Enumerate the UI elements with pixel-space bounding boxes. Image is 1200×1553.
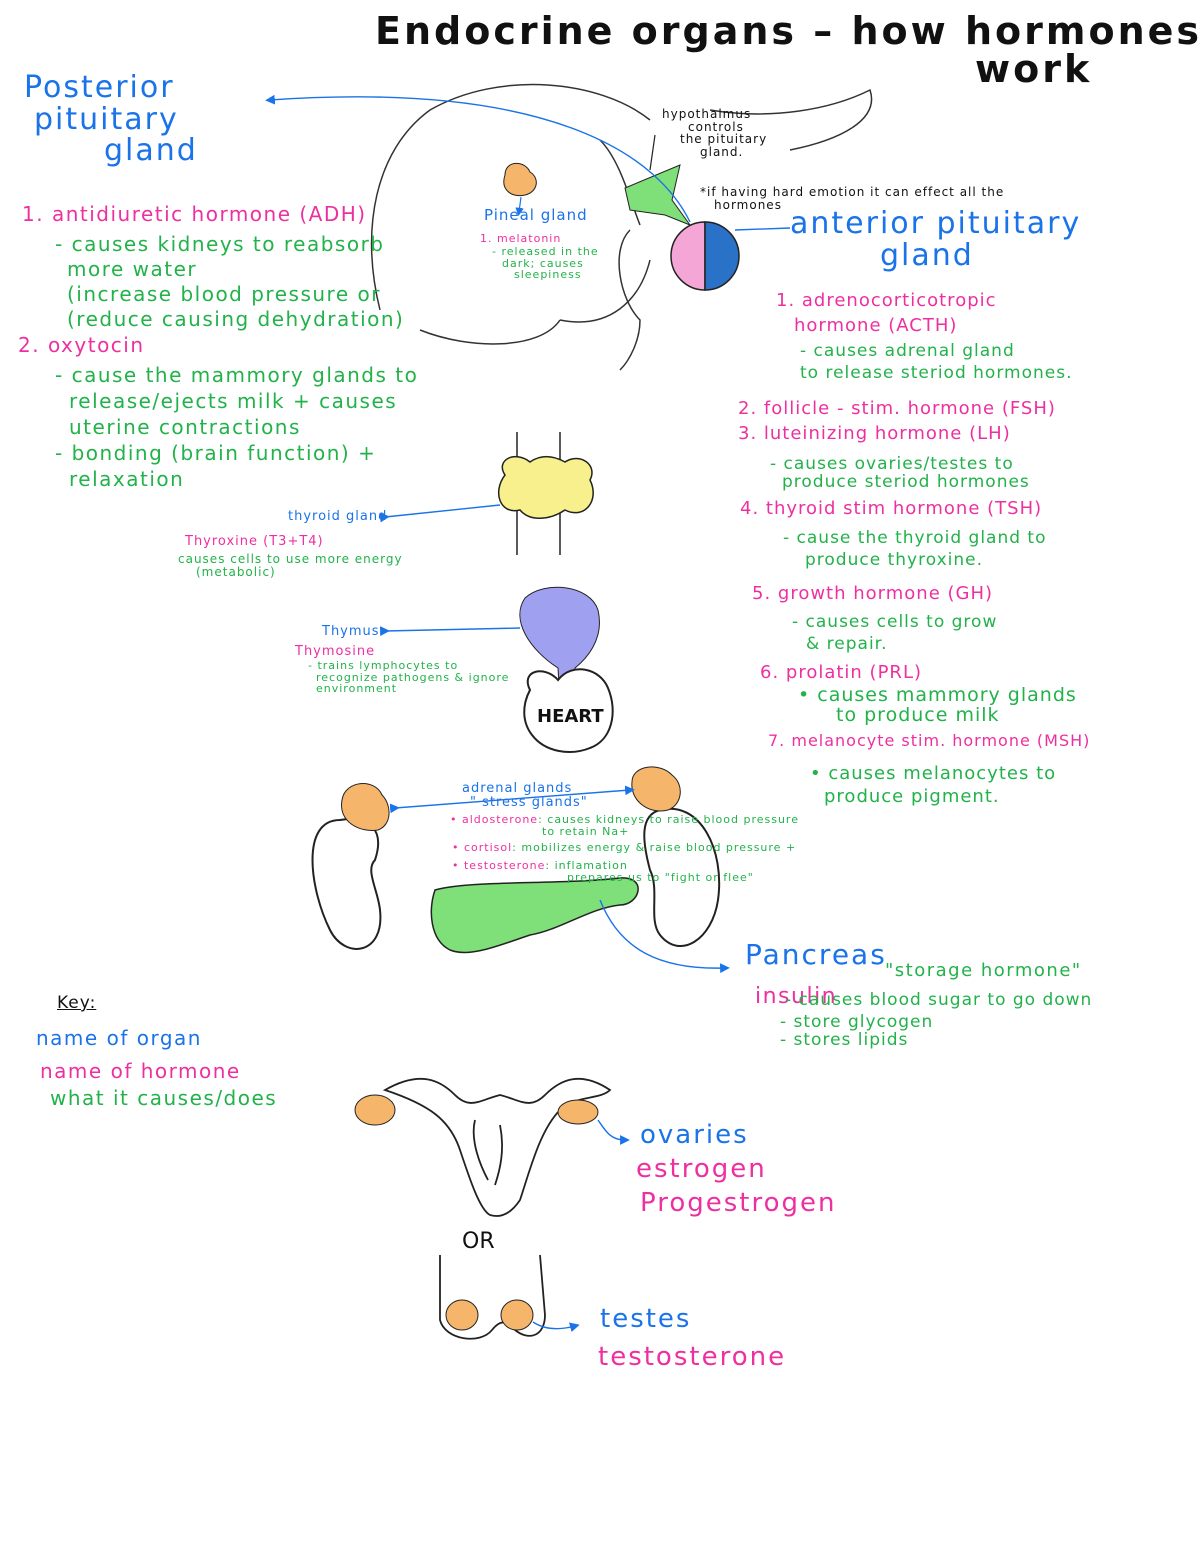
fsh-lh-effects: - causes ovaries/testes to produce steri…: [770, 454, 1030, 492]
posterior-pituitary-label: Posterior pituitary gland: [24, 70, 198, 168]
uterus-drawing: [382, 1077, 612, 1217]
hypothalamus-arrow: [649, 134, 656, 171]
melatonin-hormone: 1. melatonin: [480, 232, 562, 245]
testosterone-hormone: testosterone: [598, 1342, 787, 1372]
anterior-arrow: [734, 227, 791, 231]
tsh-effects: - cause the thyroid gland to produce thy…: [783, 528, 1047, 570]
oxytocin-hormone: 2. oxytocin: [18, 333, 145, 357]
thyroxine-effects: causes cells to use more energy (metabol…: [178, 552, 403, 579]
testis-left: [445, 1299, 479, 1331]
hypothalamus-note: hypothalmus controls the pituitary gland…: [662, 107, 768, 159]
testis-right: [500, 1299, 534, 1331]
scrotum-drawing: [439, 1254, 546, 1340]
prl-hormone: 6. prolatin (PRL): [760, 662, 922, 683]
ovaries-label: ovaries: [640, 1120, 749, 1150]
fsh-lh-hormones: 2. follicle - stim. hormone (FSH) 3. lut…: [738, 398, 1056, 444]
page-title: Endocrine organs – how hormones: [375, 9, 1200, 53]
page-title-line2: work: [975, 47, 1093, 91]
estrogen-hormone: estrogen: [636, 1154, 767, 1184]
key-organ: name of organ: [36, 1026, 202, 1050]
msh-hormone: 7. melanocyte stim. hormone (MSH): [768, 731, 1091, 750]
thyroid-gland-label: thyroid gland: [288, 509, 388, 524]
key-effect: what it causes/does: [50, 1086, 278, 1110]
adrenal-gland-left: [341, 783, 390, 831]
kidneys-drawing: [311, 807, 721, 950]
thymus-label: Thymus: [322, 624, 380, 639]
pancreas-shape: [430, 877, 639, 954]
thymus-shape: [519, 586, 600, 701]
key-title: Key:: [57, 993, 97, 1013]
aldosterone-row: • aldosterone: causes kidneys to raise b…: [450, 813, 799, 838]
acth-hormone: 1. adrenocorticotropic hormone (ACTH): [776, 290, 997, 336]
prl-effects: • causes mammory glands to produce milk: [798, 684, 1077, 726]
testes-label: testes: [600, 1304, 692, 1334]
ovary-left: [354, 1094, 396, 1126]
adh-hormone: 1. antidiuretic hormone (ADH): [22, 202, 367, 226]
head-outline: [370, 83, 873, 371]
thyroxine-hormone: Thyroxine (T3+T4): [185, 534, 324, 549]
cortisol-row: • cortisol: mobilizes energy & raise blo…: [452, 841, 797, 854]
tsh-hormone: 4. thyroid stim hormone (TSH): [740, 498, 1043, 519]
heart-label: HEART: [537, 706, 604, 727]
key-hormone: name of hormone: [40, 1059, 241, 1083]
insulin-effects: - causes blood sugar to go down - store …: [780, 990, 1093, 1050]
oxytocin-effects: - cause the mammory glands to release/ej…: [55, 363, 419, 491]
hypothalamus-shape: [624, 164, 692, 227]
ovary-right: [557, 1099, 599, 1125]
gh-hormone: 5. growth hormone (GH): [752, 583, 994, 604]
insulin-nickname: "storage hormone": [885, 960, 1082, 981]
anterior-pituitary-label: anterior pituitary gland: [790, 206, 1082, 273]
adh-effects: - causes kidneys to reabsorb more water …: [55, 232, 405, 331]
or-label: OR: [462, 1229, 495, 1254]
insulin-hormone: insulin: [755, 984, 838, 1009]
acth-effects: - causes adrenal gland to release sterio…: [800, 341, 1073, 383]
msh-effects: • causes melanocytes to produce pigment.: [810, 763, 1057, 807]
thymosine-effects: - trains lymphocytes to recognize pathog…: [308, 659, 510, 696]
testosterone-adrenal-row: • testosterone: inflamation prepares us …: [452, 859, 754, 884]
melatonin-effects: - released in the dark; causes sleepines…: [492, 245, 599, 282]
posterior-arrow: [265, 94, 691, 223]
pancreas-label: Pancreas: [745, 938, 887, 971]
adrenal-glands-label: adrenal glands " stress glands": [462, 781, 588, 810]
gh-effects: - causes cells to grow & repair.: [792, 612, 998, 654]
thyroid-drawing: [497, 432, 594, 555]
progestrogen-hormone: Progestrogen: [640, 1188, 837, 1218]
pituitary-gland-drawing: [670, 221, 740, 291]
emotion-note: *if having hard emotion it can effect al…: [700, 185, 1005, 212]
pineal-gland-label: Pineal gland: [484, 206, 588, 224]
thymosine-hormone: Thymosine: [295, 644, 376, 659]
heart-shape: [523, 668, 614, 753]
adrenal-gland-right: [631, 766, 681, 812]
pineal-gland-shape: [503, 162, 537, 197]
